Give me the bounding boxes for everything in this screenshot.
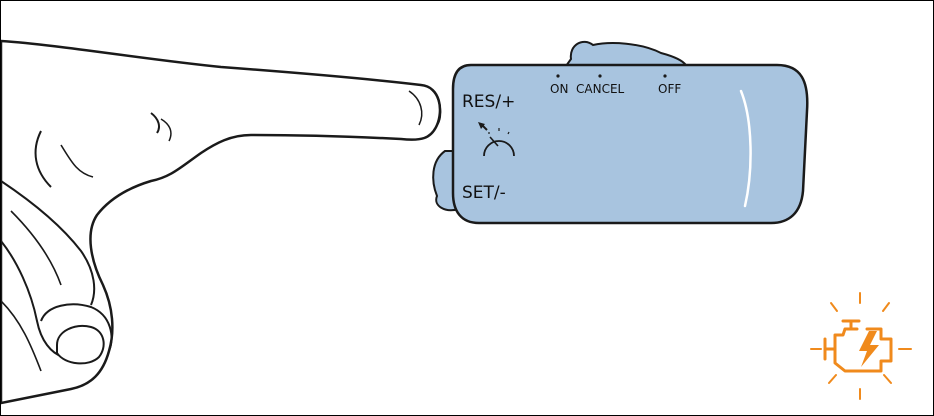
res-plus-label: RES/+ xyxy=(462,92,515,112)
cancel-indicator-dot xyxy=(598,74,602,78)
on-indicator-dot xyxy=(556,74,560,78)
on-label: ON xyxy=(550,82,568,96)
pressing-hand xyxy=(1,39,442,405)
cancel-label: CANCEL xyxy=(576,82,625,96)
off-label: OFF xyxy=(658,82,681,96)
cruise-control-icon xyxy=(478,122,515,157)
cruise-control-switch[interactable]: ON CANCEL OFF RES/+ SET/- xyxy=(451,63,809,225)
set-minus-label: SET/- xyxy=(462,183,506,203)
check-engine-warning-icon xyxy=(810,292,912,400)
off-indicator-dot xyxy=(663,74,667,78)
